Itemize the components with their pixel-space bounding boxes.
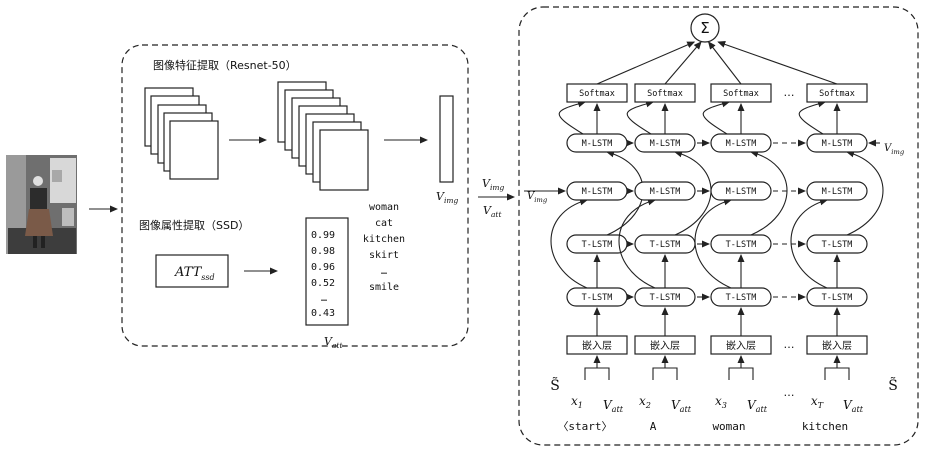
connector-v-att-label: Vatt <box>483 204 502 219</box>
probability-value: 0.43 <box>311 308 335 319</box>
input-bracket <box>825 368 849 380</box>
input-x-label: x3 <box>715 394 727 410</box>
embedding-label: 嵌入层 <box>822 340 852 352</box>
panel-connector: Vimg Vatt <box>478 177 514 219</box>
input-v-att-label: Vatt <box>671 398 692 414</box>
attribute-words: woman cat kitchen skirt … smile <box>363 202 405 293</box>
attribute-word: cat <box>375 218 393 229</box>
skip-connection-top <box>627 102 653 134</box>
probability-value: 0.99 <box>311 230 335 241</box>
m-lstm-label: M-LSTM <box>822 187 853 197</box>
skip-connection-top <box>703 102 729 134</box>
m-lstm-label: M-LSTM <box>650 187 681 197</box>
input-v-att-label: Vatt <box>603 398 624 414</box>
m-lstm-label: M-LSTM <box>726 139 757 149</box>
skip-connection-top <box>799 102 825 134</box>
softmax-label: Softmax <box>579 89 615 99</box>
decoder-panel <box>519 7 918 445</box>
v-img-vector <box>440 96 453 182</box>
t-lstm-label: T-LSTM <box>582 240 613 250</box>
feature-extraction-panel: 图像特征提取（Resnet-50） Vimg 图像属性提取（SSD） ATTss… <box>122 45 468 350</box>
t-lstm-label: T-LSTM <box>726 293 757 303</box>
attribute-word: woman <box>369 202 399 213</box>
m-lstm-label: M-LSTM <box>726 187 757 197</box>
embedding-label: 嵌入层 <box>582 340 612 352</box>
m-lstm-label: M-LSTM <box>650 139 681 149</box>
t-lstm-label: T-LSTM <box>726 240 757 250</box>
conv-stack-small <box>145 88 218 179</box>
conv-stack-large <box>278 82 368 190</box>
softmax-label: Softmax <box>723 89 759 99</box>
input-v-att-label: Vatt <box>747 398 768 414</box>
input-x-label: xT <box>811 394 824 410</box>
v-att-label: Vatt <box>324 335 343 350</box>
softmax-label: Softmax <box>819 89 855 99</box>
input-x-label: x2 <box>639 394 651 410</box>
probability-value: 0.96 <box>311 262 335 273</box>
t-lstm-label: T-LSTM <box>650 240 681 250</box>
t-lstm-label: T-LSTM <box>822 240 853 250</box>
input-x-label: x1 <box>571 394 583 410</box>
input-word: kitchen <box>802 420 848 433</box>
input-word: woman <box>712 420 745 433</box>
skip-connection-top <box>559 102 585 134</box>
t-lstm-label: T-LSTM <box>650 293 681 303</box>
input-word: 〈start〉 <box>557 420 612 433</box>
m-lstm-label: M-LSTM <box>582 139 613 149</box>
image-feature-title: 图像特征提取（Resnet-50） <box>153 58 297 72</box>
m-lstm-label: M-LSTM <box>582 187 613 197</box>
probability-value: … <box>321 293 327 304</box>
input-word: A <box>650 420 657 433</box>
ellipsis: … <box>784 386 795 399</box>
embedding-label: 嵌入层 <box>726 340 756 352</box>
t-lstm-label: T-LSTM <box>822 293 853 303</box>
embedding-label: 嵌入层 <box>650 340 680 352</box>
t-lstm-label: T-LSTM <box>582 293 613 303</box>
s-tilde-label: S̃ <box>550 376 560 394</box>
ellipsis: … <box>784 338 795 351</box>
connector-v-img-label: Vimg <box>482 177 504 192</box>
v-img-input-label: Vimg <box>884 143 905 156</box>
decoder-network: Σ………VimgVimgSoftmaxM-LSTMM-LSTMT-LSTMT-L… <box>524 14 905 433</box>
attribute-word: skirt <box>369 250 399 261</box>
ellipsis: … <box>784 86 795 99</box>
softmax-label: Softmax <box>647 89 683 99</box>
probability-value: 0.98 <box>311 246 335 257</box>
s-tilde-label: S̃ <box>888 376 898 394</box>
sum-symbol: Σ <box>700 19 709 37</box>
v-img-input-label: Vimg <box>527 191 548 204</box>
input-v-att-label: Vatt <box>843 398 864 414</box>
attribute-word: kitchen <box>363 234 405 245</box>
probability-value: 0.52 <box>311 278 335 289</box>
v-img-label: Vimg <box>436 190 458 205</box>
input-bracket <box>653 368 677 380</box>
softmax-to-sum-arrow <box>597 42 694 84</box>
attribute-title: 图像属性提取（SSD） <box>139 218 249 232</box>
input-bracket <box>729 368 753 380</box>
softmax-to-sum-arrow <box>665 42 701 84</box>
input-bracket <box>585 368 609 380</box>
m-lstm-label: M-LSTM <box>822 139 853 149</box>
input-photo <box>6 155 77 254</box>
attribute-word: smile <box>369 282 399 293</box>
attribute-word: … <box>381 266 387 277</box>
